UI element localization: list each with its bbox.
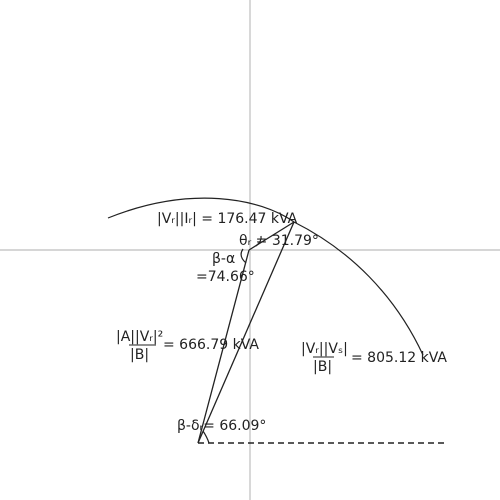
a-vr-value: = 666.79 kVA <box>163 337 259 353</box>
a-vr-denominator: |B| <box>130 347 149 363</box>
a-vr-phasor-line <box>197 249 250 444</box>
a-vr-numerator: |A||Vᵣ|² <box>116 329 163 345</box>
theta-r-label: θᵣ = 31.79° <box>239 233 319 249</box>
beta-delta-label: β-δᵣ= 66.09° <box>177 418 266 434</box>
vr-vs-radius-line <box>197 221 295 444</box>
receiving-power-label: |Vᵣ||Iᵣ| = 176.47 kVA <box>157 211 298 227</box>
beta-alpha-label: β-α <box>212 251 235 267</box>
beta-delta-angle-arc <box>202 430 210 444</box>
vr-vs-denominator: |B| <box>313 359 332 375</box>
vr-vs-numerator: |Vᵣ||Vₛ| <box>301 341 348 357</box>
beta-alpha-angle-arc <box>240 248 247 264</box>
theta-r-angle-arc <box>255 235 262 247</box>
vr-vs-value: = 805.12 kVA <box>351 350 447 366</box>
beta-alpha-value: =74.66° <box>196 269 255 285</box>
